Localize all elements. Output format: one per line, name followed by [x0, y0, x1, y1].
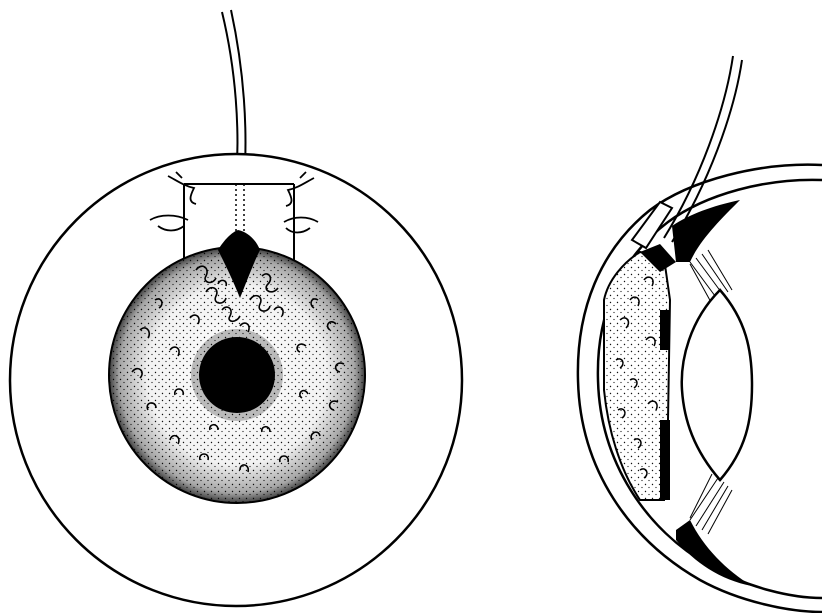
pupil [191, 329, 283, 421]
cross-section-panel [578, 56, 822, 612]
frontal-view-panel [10, 10, 462, 606]
lens [682, 290, 752, 480]
